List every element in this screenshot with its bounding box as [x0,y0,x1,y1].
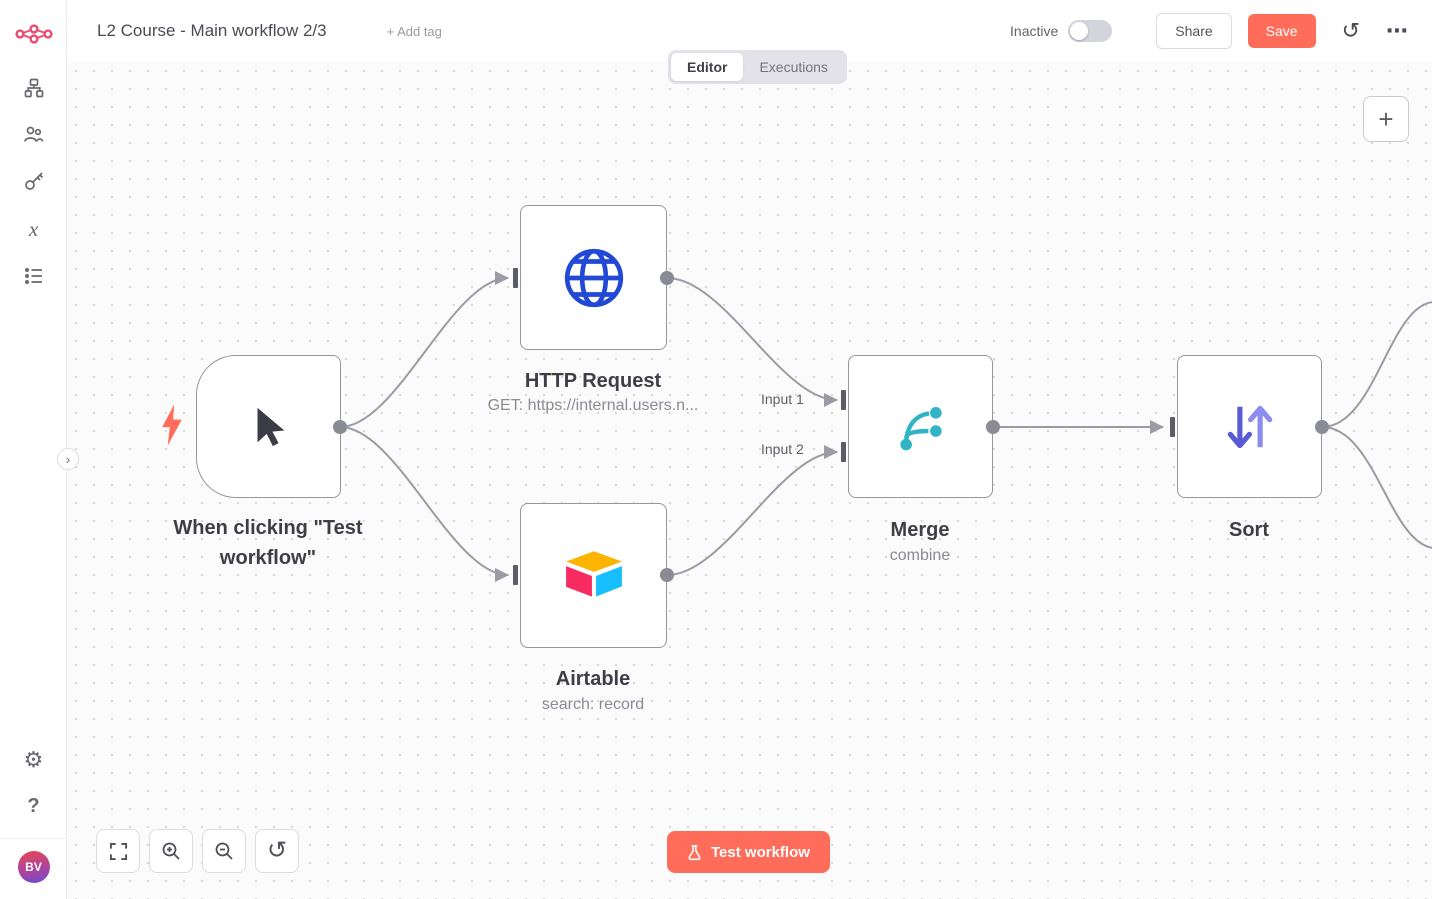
merge-input-label-1: Input 1 [761,391,804,407]
tab-editor[interactable]: Editor [671,53,744,81]
http-input-port[interactable] [513,268,518,288]
n8n-logo[interactable] [0,18,67,50]
node-merge[interactable] [848,355,993,498]
workflow-title[interactable]: L2 Course - Main workflow 2/3 [97,21,327,40]
test-workflow-label: Test workflow [711,843,810,861]
undo-icon: ↺ [266,837,288,864]
save-button[interactable]: Save [1247,14,1316,48]
node-subtitle-http: GET: https://internal.users.n... [487,397,699,414]
merge-input-port-1[interactable] [841,390,846,410]
sort-arrows-icon [1227,405,1272,448]
editor-tabs: Editor Executions [668,50,847,84]
airtable-output-port[interactable] [660,568,674,582]
plus-icon: + [1378,103,1394,134]
zoom-in-icon [162,842,180,860]
user-menu[interactable]: BV [0,851,67,883]
canvas-controls: ↺ [96,829,299,873]
overflow-menu-icon[interactable]: ⋯ [1386,18,1408,43]
connection-trigger-http[interactable] [339,271,509,428]
node-subtitle-airtable: search: record [541,696,645,713]
node-http-request[interactable] [520,205,667,350]
flask-icon [688,844,701,860]
share-button[interactable]: Share [1156,13,1232,49]
reset-zoom-button[interactable]: ↺ [255,829,299,873]
node-airtable[interactable] [520,503,667,648]
avatar[interactable]: BV [17,851,50,883]
airtable-icon [565,550,622,597]
http-output-port[interactable] [660,271,674,285]
add-node-button[interactable]: + [1363,96,1409,142]
sidebar-divider [0,838,67,839]
sidebar: x ⚙ ? BV [0,0,67,899]
connection-airtable-merge[interactable] [666,445,838,576]
merge-input-label-2: Input 2 [761,441,804,457]
node-trigger[interactable] [196,355,341,498]
toggle-knob [1070,22,1089,40]
test-workflow-button[interactable]: Test workflow [667,831,830,873]
connection-sort-out-top[interactable] [1321,301,1432,428]
merge-output-port[interactable] [986,420,1000,434]
merge-branch-icon [899,406,942,450]
sidebar-item-help[interactable]: ? [0,794,67,818]
node-sort[interactable] [1177,355,1322,498]
node-label-trigger: When clicking "Test workflow" [173,517,363,569]
node-label-http: HTTP Request [524,370,662,392]
active-toggle[interactable] [1068,20,1113,42]
workflow-canvas[interactable]: When clicking "Test workflow" HTTP Reque… [67,62,1432,899]
sidebar-collapse-button[interactable]: › [57,448,79,470]
workflow-status-label: Inactive [1010,23,1059,39]
key-icon [24,172,43,190]
sort-output-port[interactable] [1315,420,1329,434]
executions-list-icon [24,268,42,284]
node-subtitle-merge: combine [889,547,951,564]
airtable-input-port[interactable] [513,565,518,585]
history-icon[interactable]: ↺ [1341,18,1360,43]
globe-icon [564,248,623,307]
sidebar-item-variables[interactable]: x [0,217,67,241]
gear-icon: ⚙ [23,747,44,772]
sidebar-item-workflows[interactable] [0,76,67,100]
workflows-icon [24,78,43,98]
zoom-out-button[interactable] [202,829,246,873]
sidebar-item-templates[interactable] [0,122,67,146]
fit-view-button[interactable] [96,829,140,873]
connections-layer [339,271,1432,582]
node-label-airtable: Airtable [555,668,631,690]
n8n-logo-icon [14,24,53,44]
connection-http-merge[interactable] [666,277,838,407]
chevron-right-icon: › [65,451,71,467]
trigger-bolt-icon [162,404,182,446]
users-icon [24,126,44,142]
sidebar-item-credentials[interactable] [0,169,67,193]
merge-input-port-2[interactable] [841,442,846,462]
cursor-icon [257,407,284,446]
node-label-sort: Sort [1229,519,1269,541]
node-label-merge: Merge [890,519,950,541]
fit-view-icon [109,842,127,860]
help-icon: ? [27,795,40,817]
sort-input-port[interactable] [1170,417,1175,437]
zoom-in-button[interactable] [149,829,193,873]
zoom-out-icon [215,842,233,860]
connection-sort-out-bottom[interactable] [1321,426,1432,549]
trigger-output-port[interactable] [333,420,347,434]
add-tag-button[interactable]: + Add tag [386,23,442,39]
sidebar-item-settings[interactable]: ⚙ [0,748,67,772]
sidebar-item-executions[interactable] [0,264,67,288]
tab-executions[interactable]: Executions [759,59,828,75]
variables-icon: x [28,216,39,241]
connection-trigger-airtable[interactable] [339,426,509,582]
